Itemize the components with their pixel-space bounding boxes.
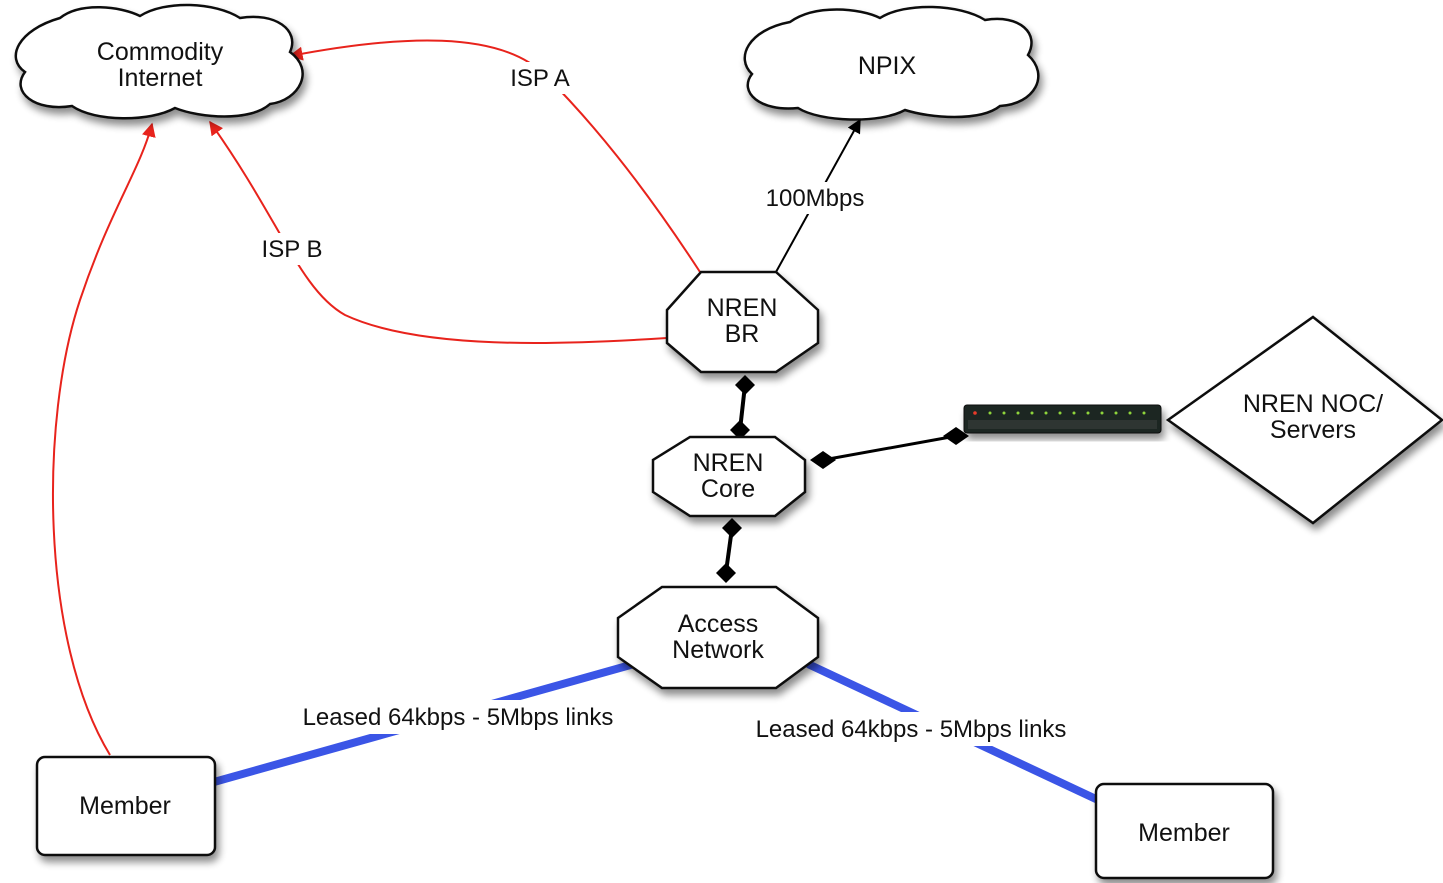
access-network-node (616, 585, 820, 690)
commodity-internet-node (14, 3, 304, 120)
nren-br-node (665, 270, 820, 374)
member-left-node (35, 755, 217, 857)
access-network-label-1: Access (678, 610, 759, 638)
core-access-end-diamond (722, 518, 742, 538)
member-left-label: Member (79, 792, 171, 820)
npix-label: NPIX (858, 52, 917, 80)
member-right-node (1094, 782, 1275, 880)
nren-br-label-2: BR (725, 320, 760, 348)
isp-a-label: ISP A (510, 65, 570, 92)
leased-right-label-bg (690, 712, 1132, 746)
nren-br-label-1: NREN (707, 294, 778, 322)
nren-noc-label-1: NREN NOC/ (1243, 390, 1383, 418)
commodity-internet-label-2: Internet (118, 64, 203, 92)
npix-uplink-label: 100Mbps (766, 185, 865, 212)
npix-uplink-label-bg (743, 182, 887, 214)
isp-a-label-bg (494, 62, 584, 94)
access-network-label-2: Network (672, 636, 764, 664)
switch-end-diamond (943, 427, 969, 445)
core-switch-link (822, 434, 957, 462)
leased-left-label-bg (238, 700, 678, 734)
isp-b-link (209, 120, 668, 345)
br-core-start-diamond (730, 420, 750, 440)
member-internet-link (52, 122, 156, 756)
core-access-start-diamond (716, 563, 736, 583)
nren-core-label-2: Core (701, 475, 755, 503)
cloud-icon (743, 5, 1040, 121)
nren-core-node (651, 435, 807, 518)
leased-right-label: Leased 64kbps - 5Mbps links (756, 716, 1067, 743)
network-switch-icon (963, 404, 1162, 434)
nren-noc-node (1165, 315, 1443, 525)
member-right-label: Member (1138, 819, 1230, 847)
nren-core-label-1: NREN (693, 449, 764, 477)
isp-b-label-bg (246, 233, 338, 265)
isp-b-label: ISP B (262, 236, 323, 263)
cloud-icon (14, 3, 304, 120)
nren-noc-label-2: Servers (1270, 416, 1356, 444)
npix-node (743, 5, 1040, 121)
leased-left-label: Leased 64kbps - 5Mbps links (303, 704, 614, 731)
core-switch-end-diamond (810, 451, 836, 469)
commodity-internet-label-1: Commodity (97, 38, 224, 66)
br-core-end-diamond (735, 375, 755, 395)
